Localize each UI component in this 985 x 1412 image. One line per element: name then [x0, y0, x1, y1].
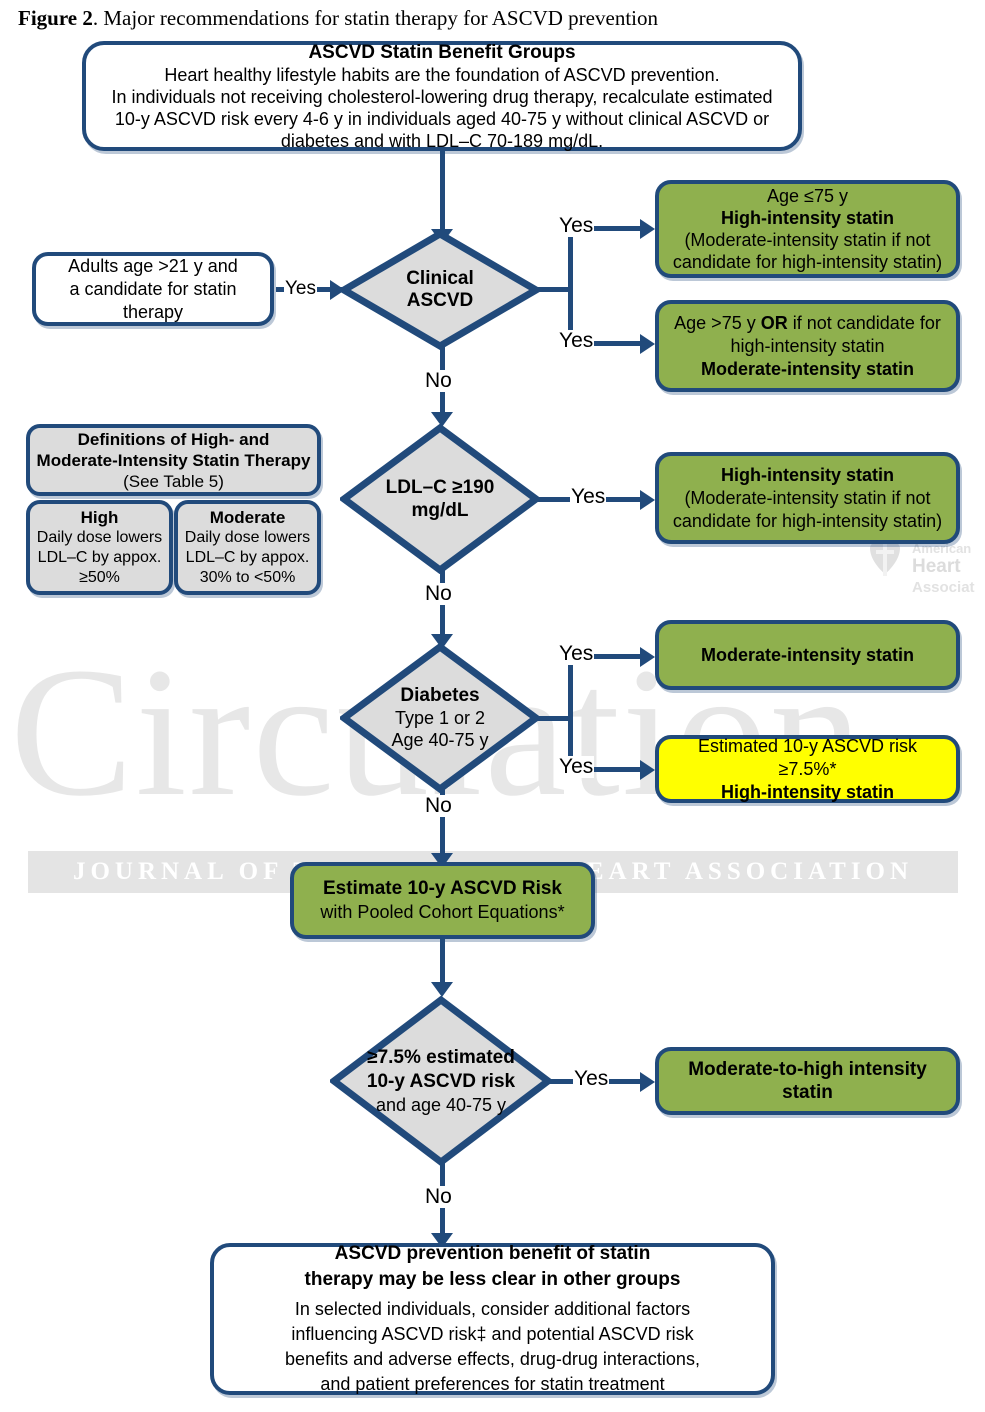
header-line-2: In individuals not receiving cholesterol… — [111, 86, 773, 107]
definitions-header: Definitions of High- and Moderate-Intens… — [26, 424, 321, 496]
definitions-title-1: Definitions of High- and — [77, 429, 270, 449]
out-risk-line-1: Moderate-to-high intensity statin — [688, 1059, 927, 1103]
edge-label-ascvd-yes-bottom: Yes — [558, 329, 595, 352]
arrowhead-diabetes-yes-bottom — [640, 760, 655, 780]
node-diabetes-moderate-intensity: Moderate-intensity statin — [655, 620, 960, 690]
edge-label-diabetes-no: No — [424, 794, 453, 817]
definitions-cell-high: High Daily dose lowers LDL–C by appox. ≥… — [26, 500, 173, 595]
out-ascvd-old-line-3: Moderate-intensity statin — [700, 358, 915, 379]
node-adults-candidate: Adults age >21 y and a candidate for sta… — [32, 252, 274, 326]
arrowhead-risk-yes — [640, 1072, 655, 1092]
node-estimate-10y-risk: Estimate 10-y ASCVD Risk with Pooled Coh… — [290, 862, 595, 939]
edge-label-ascvd-yes-top: Yes — [558, 214, 595, 237]
definitions-subtitle: (See Table 5) — [123, 471, 224, 491]
svg-text:American: American — [912, 541, 971, 556]
out-ascvd-young-line-3: (Moderate-intensity statin if not — [684, 230, 931, 250]
node-diabetes-high-intensity: Estimated 10-y ASCVD risk ≥7.5%* High-in… — [655, 735, 960, 803]
definitions-cell-moderate: Moderate Daily dose lowers LDL–C by appo… — [174, 500, 321, 595]
out-dm-moderate-line-1: Moderate-intensity statin — [700, 644, 915, 665]
arrowhead-entry-to-ascvd — [330, 280, 345, 300]
node-moderate-to-high-intensity: Moderate-to-high intensity statin — [655, 1047, 960, 1115]
edge-label-diabetes-yes-top: Yes — [558, 642, 595, 665]
footer-line-4: and patient preferences for statin treat… — [320, 1374, 665, 1394]
decision-clinical-ascvd: Clinical ASCVD — [340, 230, 540, 350]
node-ascvd-age-le-75: Age ≤75 y High-intensity statin (Moderat… — [655, 180, 960, 278]
out-dm-high-line-2: High-intensity statin — [720, 781, 894, 802]
arrowhead-diabetes-yes-top — [640, 647, 655, 667]
estimate-line-2: with Pooled Cohort Equations* — [320, 902, 565, 922]
definitions-high-line-2: LDL–C by appox. — [37, 549, 162, 566]
american-heart-association-logo-icon: American Heart Associat — [862, 540, 985, 610]
decision-diabetes: Diabetes Type 1 or 2 Age 40-75 y — [340, 643, 540, 793]
header-line-4: diabetes and with LDL–C 70-189 mg/dL. — [280, 130, 604, 151]
definitions-moderate-title: Moderate — [209, 508, 286, 527]
footer-line-1: In selected individuals, consider additi… — [294, 1299, 691, 1319]
connector-ascvd-yes-stub — [537, 287, 573, 292]
header-title: ASCVD Statin Benefit Groups — [308, 41, 576, 63]
edge-label-diabetes-yes-bottom: Yes — [558, 755, 595, 778]
connector-diabetes-no — [440, 789, 445, 859]
arrowhead-estimate-to-risk — [431, 982, 453, 997]
definitions-moderate-line-3: 30% to <50% — [199, 569, 296, 586]
out-ascvd-old-line-1b: OR — [760, 312, 788, 333]
edge-label-risk-no: No — [424, 1185, 453, 1208]
out-ascvd-young-line-4: candidate for high-intensity statin) — [672, 252, 943, 272]
connector-ascvd-yes-bottom — [568, 341, 646, 346]
figure-label: Figure 2 — [18, 6, 93, 30]
out-ascvd-young-line-1: Age ≤75 y — [767, 186, 848, 206]
node-other-groups: ASCVD prevention benefit of statin thera… — [210, 1243, 775, 1395]
connector-ascvd-yes-top — [568, 226, 646, 231]
connector-ascvd-yes-bus — [568, 226, 573, 346]
arrowhead-ascvd-no — [431, 412, 453, 427]
header-line-1: Heart healthy lifestyle habits are the f… — [164, 64, 720, 85]
arrowhead-ascvd-yes-bottom — [640, 334, 655, 354]
footer-line-2: influencing ASCVD risk‡ and potential AS… — [291, 1324, 694, 1344]
out-ascvd-old-line-2: high-intensity statin — [730, 335, 885, 356]
connector-diabetes-yes-bottom — [568, 767, 646, 772]
connector-ldl-no — [440, 570, 445, 640]
definitions-high-title: High — [80, 508, 119, 527]
footer-title-2: therapy may be less clear in other group… — [304, 1269, 681, 1290]
out-ascvd-young-line-2: High-intensity statin — [720, 208, 894, 228]
connector-diabetes-yes-stub — [537, 716, 573, 721]
node-ascvd-age-gt-75: Age >75 y OR if not candidate for high-i… — [655, 300, 960, 392]
arrowhead-ascvd-yes-top — [640, 219, 655, 239]
connector-estimate-to-risk — [440, 939, 445, 987]
connector-diabetes-yes-top — [568, 654, 646, 659]
definitions-high-line-1: Daily dose lowers — [36, 529, 163, 546]
figure-caption: Figure 2. Major recommendations for stat… — [18, 5, 658, 31]
svg-text:Associat: Associat — [912, 579, 975, 596]
definitions-high-line-3: ≥50% — [79, 569, 120, 586]
out-dm-high-line-1: Estimated 10-y ASCVD risk ≥7.5%* — [697, 735, 918, 779]
edge-label-ascvd-no: No — [424, 369, 453, 392]
edge-label-risk-yes: Yes — [573, 1067, 610, 1090]
connector-diabetes-yes-bus — [568, 654, 573, 772]
node-ldl-high-intensity: High-intensity statin (Moderate-intensit… — [655, 452, 960, 544]
definitions-moderate-line-1: Daily dose lowers — [184, 529, 311, 546]
edge-label-entry-yes: Yes — [284, 278, 317, 300]
definitions-title-2: Moderate-Intensity Statin Therapy — [36, 450, 311, 470]
header-line-3: 10-y ASCVD risk every 4-6 y in individua… — [114, 108, 770, 129]
footer-line-3: benefits and adverse effects, drug-drug … — [285, 1349, 700, 1369]
out-ascvd-old-line-1: Age >75 y OR if not candidate for — [667, 312, 948, 335]
entry-line-2: a candidate for statin therapy — [69, 278, 237, 322]
out-ascvd-old-line-1a: Age >75 y — [674, 312, 761, 333]
figure-caption-text: . Major recommendations for statin thera… — [92, 6, 658, 30]
svg-text:Heart: Heart — [912, 556, 961, 577]
out-ldl-line-3: candidate for high-intensity statin) — [672, 510, 943, 531]
out-ascvd-old-line-1c: if not candidate for — [787, 312, 941, 333]
entry-line-1: Adults age >21 y and — [68, 255, 238, 276]
footer-title-1: ASCVD prevention benefit of statin — [334, 1243, 651, 1264]
node-ascvd-statin-benefit-groups: ASCVD Statin Benefit Groups Heart health… — [82, 41, 802, 151]
out-ldl-line-1: High-intensity statin — [720, 464, 894, 485]
decision-ldl-c-190: LDL–C ≥190 mg/dL — [340, 424, 540, 574]
out-ldl-line-2: (Moderate-intensity statin if not — [684, 487, 931, 508]
definitions-moderate-line-2: LDL–C by appox. — [185, 549, 310, 566]
edge-label-ldl-yes: Yes — [570, 485, 607, 508]
estimate-line-1: Estimate 10-y ASCVD Risk — [322, 878, 562, 899]
decision-risk-threshold: ≥7.5% estimated 10-y ASCVD risk and age … — [330, 996, 552, 1166]
connector-header-to-ascvd — [440, 151, 445, 233]
edge-label-ldl-no: No — [424, 582, 453, 605]
arrowhead-ldl-yes — [640, 490, 655, 510]
